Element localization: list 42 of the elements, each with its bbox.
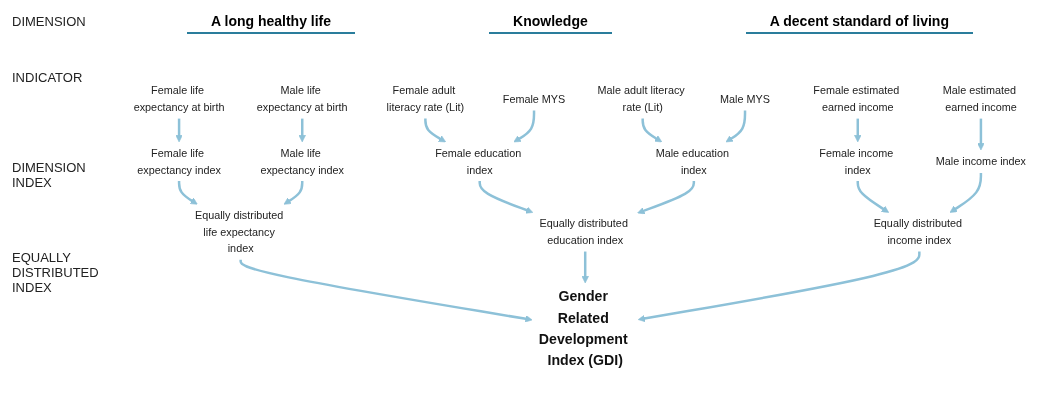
arrow — [283, 181, 304, 205]
dimension-heading: A long healthy life — [187, 13, 356, 34]
arrow — [513, 110, 536, 143]
node-text: Female estimated earned income — [813, 84, 900, 114]
arrow — [641, 118, 663, 143]
arrow — [175, 118, 183, 143]
arrow — [856, 181, 890, 213]
node-text: Male education index — [655, 146, 730, 176]
arrow — [637, 181, 696, 215]
arrow — [949, 172, 983, 213]
dimension-heading: A decent standard of living — [745, 13, 973, 34]
node-text: Gender Related Development Index (GDI) — [538, 288, 628, 369]
node-text: Female MYS — [502, 92, 566, 106]
node-text: Female life expectancy index — [137, 146, 221, 176]
arrow — [725, 110, 747, 143]
node-text: Male estimated earned income — [942, 84, 1017, 114]
arrow — [177, 181, 198, 205]
node-text: Male adult literacy rate (Lit) — [597, 84, 685, 114]
row-label: INDICATOR — [12, 70, 84, 85]
arrow — [637, 251, 921, 323]
arrow — [977, 118, 985, 151]
node-text: Male life expectancy index — [260, 146, 345, 176]
node-text: Male income index — [935, 155, 1027, 168]
node-text: Equally distributed life expectancy index — [194, 209, 284, 255]
node-text: Equally distributed education index — [539, 217, 628, 247]
row-label: DIMENSION INDEX — [12, 160, 87, 190]
node-text: Male MYS — [720, 92, 770, 106]
node-text: Female education index — [435, 146, 522, 176]
dimension-heading: Knowledge — [489, 13, 612, 34]
arrow — [424, 118, 446, 143]
row-label: DIMENSION — [12, 14, 87, 29]
arrow — [478, 181, 534, 214]
arrow — [298, 118, 306, 143]
arrow — [854, 118, 862, 143]
node-text: Male life expectancy at birth — [256, 84, 348, 114]
arrow — [581, 251, 589, 284]
node-text: Female income index — [819, 146, 894, 176]
node-text: Equally distributed income index — [873, 217, 963, 247]
node-text: Female life expectancy at birth — [133, 84, 225, 114]
node-text: Female adult literacy rate (Lit) — [386, 84, 465, 114]
row-label: EQUALLY DISTRIBUTED INDEX — [12, 250, 100, 295]
arrow — [239, 259, 533, 323]
